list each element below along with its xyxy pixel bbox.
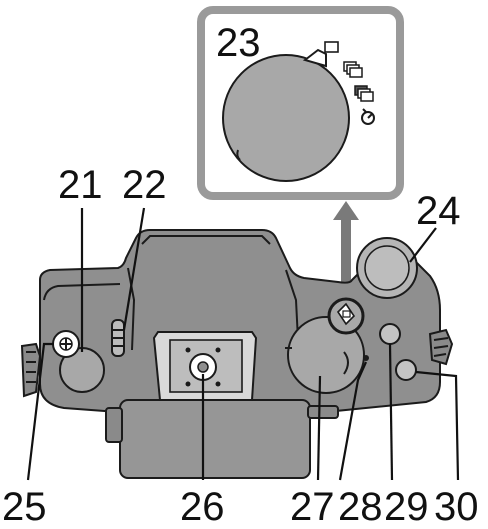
callout-29: 29 <box>384 485 429 529</box>
prism-right-edge <box>285 269 299 341</box>
callout-22: 22 <box>122 163 167 207</box>
leader-28 <box>338 361 368 481</box>
drive-mode-dial <box>222 48 350 182</box>
leader-29 <box>388 343 394 481</box>
callout-24: 24 <box>416 189 461 233</box>
top-button <box>379 323 401 345</box>
single-frame-icon <box>324 41 339 53</box>
left-lever <box>111 319 125 357</box>
prism-edge <box>141 235 271 245</box>
hot-shoe <box>152 331 258 401</box>
zoom-arrow <box>333 201 359 296</box>
leader-30 <box>415 370 460 481</box>
shutter-dial <box>356 237 418 299</box>
callout-28: 28 <box>338 485 383 529</box>
main-mode-dial <box>285 316 365 394</box>
leader-22 <box>122 207 146 331</box>
drive-dial-highlight <box>327 297 365 335</box>
drive-mode-inset: 23 <box>197 6 404 200</box>
inset-label: 23 <box>216 21 261 65</box>
small-knob <box>52 330 80 358</box>
camera-body <box>20 229 454 479</box>
burst-icon <box>343 61 363 78</box>
eyepiece-right-tab <box>307 405 339 419</box>
callout-25: 25 <box>2 485 47 529</box>
viewfinder-eyepiece <box>119 399 311 479</box>
leader-lines <box>26 207 460 481</box>
callout-numbers: 21 22 24 25 26 27 28 29 30 <box>2 163 479 529</box>
leader-24 <box>409 227 437 263</box>
leader-25 <box>26 342 54 481</box>
callout-27: 27 <box>290 485 335 529</box>
auto-bracket-icon <box>354 85 374 102</box>
callout-21: 21 <box>58 163 103 207</box>
prism-left-edge <box>127 267 136 351</box>
right-strap-lug <box>428 328 454 366</box>
leader-27 <box>316 375 322 481</box>
callout-26: 26 <box>180 485 225 529</box>
eyepiece-left-tab <box>105 407 123 443</box>
side-button <box>395 359 417 381</box>
left-shoulder-edge <box>43 283 121 301</box>
indicator-dot <box>363 355 369 361</box>
left-strap-lug <box>20 342 42 398</box>
self-timer-icon <box>361 108 375 125</box>
callout-30: 30 <box>434 485 479 529</box>
